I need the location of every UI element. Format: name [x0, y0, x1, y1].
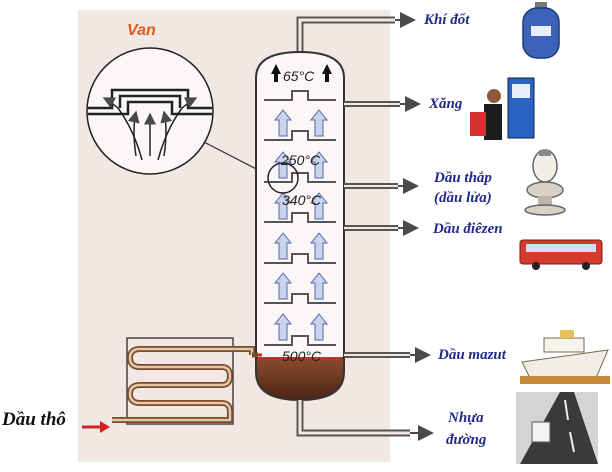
- top-arrow-right: [322, 64, 332, 82]
- fuel-pump-icon: [470, 77, 535, 140]
- product-gas-label: Khí đốt: [424, 12, 470, 28]
- outlet-pipes: [344, 96, 431, 363]
- valve-label: Van: [127, 22, 156, 39]
- temp-250: 250°C: [281, 152, 321, 168]
- product-bitumen-label-2: đường: [446, 432, 487, 448]
- ship-icon: [520, 330, 610, 384]
- valve-highlight: [267, 162, 299, 194]
- furnace: [112, 337, 258, 425]
- product-bitumen-label-1: Nhựa: [448, 410, 484, 426]
- top-arrow-left: [271, 64, 281, 82]
- bus-icon: [519, 239, 603, 270]
- valve-inset: [86, 47, 214, 175]
- temp-65: 65°C: [283, 68, 315, 84]
- road-icon: [516, 392, 598, 464]
- product-kerosene-label-1: Dầu thắp: [434, 170, 492, 186]
- product-petrol-label: Xăng: [429, 96, 463, 112]
- temp-340: 340°C: [282, 192, 322, 208]
- product-diesel-label: Dầu điêzen: [433, 221, 503, 237]
- temp-500: 500°C: [282, 348, 322, 364]
- gas-cylinder-icon: [522, 2, 560, 59]
- product-mazut-label: Dầu mazut: [438, 347, 506, 363]
- product-kerosene-label-2: (dầu lửa): [434, 190, 492, 206]
- oil-lamp-icon: [524, 149, 566, 216]
- crude-oil-label: Dầu thô: [2, 409, 66, 430]
